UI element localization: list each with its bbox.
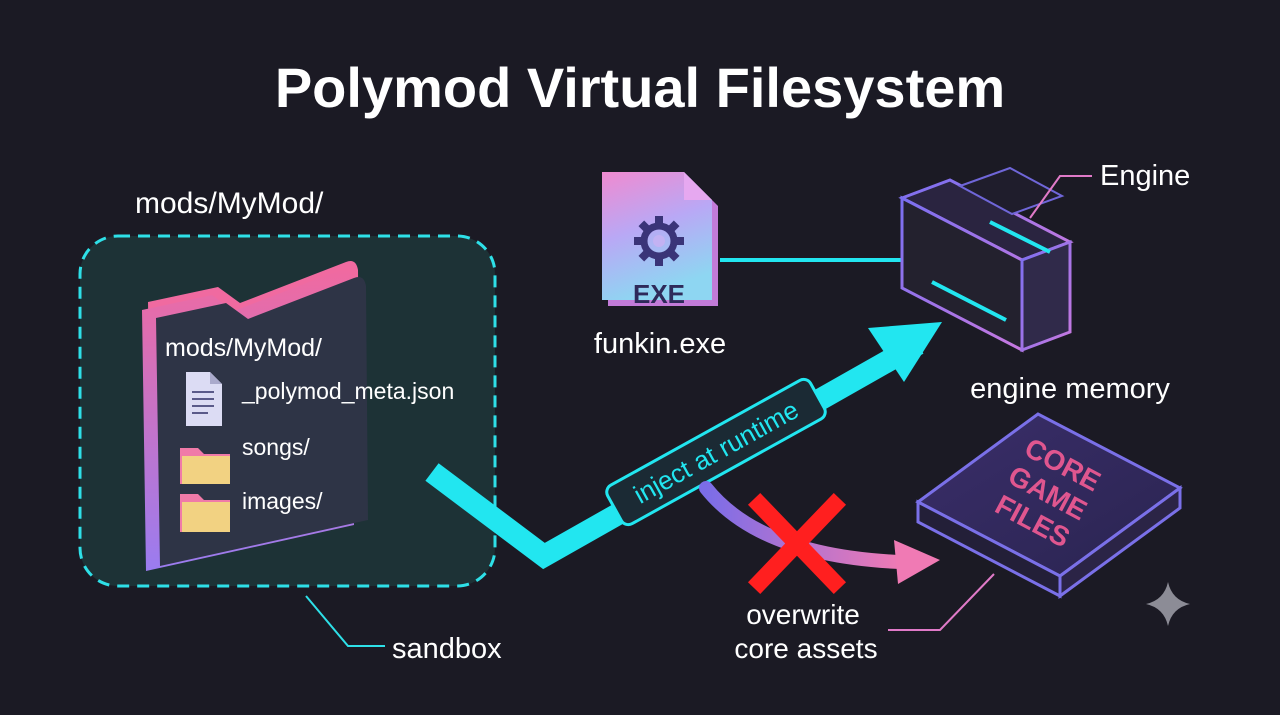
- core-game-files-block: CORE GAME FILES: [915, 412, 1183, 599]
- sandbox-label: sandbox: [392, 633, 502, 665]
- sparkle-icon: [1146, 582, 1190, 626]
- page-title: Polymod Virtual Filesystem: [275, 56, 1005, 119]
- mod-folder-inner-label: mods/MyMod/: [165, 334, 322, 362]
- overwrite-arrowhead: [894, 540, 940, 584]
- cross-icon: [747, 492, 847, 595]
- sandbox-callout-line: [305, 595, 385, 647]
- overwrite-arrow-shaft: [699, 481, 907, 569]
- exe-badge: EXE: [633, 279, 685, 309]
- inject-arrowhead: [868, 322, 942, 382]
- gear-icon: [634, 216, 684, 266]
- document-icon: [186, 372, 222, 426]
- engine-memory-label: engine memory: [970, 373, 1170, 405]
- exe-label: funkin.exe: [594, 328, 726, 360]
- engine-callout-line: [1029, 175, 1092, 219]
- item-label-images: images/: [242, 488, 323, 514]
- folder-icon: [180, 448, 230, 484]
- mod-folder-outer-label: mods/MyMod/: [135, 187, 324, 220]
- item-label-meta-json: _polymod_meta.json: [241, 378, 454, 404]
- item-label-songs: songs/: [242, 434, 310, 460]
- engine-block: [898, 166, 1074, 353]
- core-files-callout-line: [888, 573, 995, 631]
- engine-label: Engine: [1100, 160, 1190, 192]
- overwrite-label-line-2: core assets: [734, 633, 877, 664]
- overwrite-label-line-1: overwrite: [746, 599, 860, 630]
- mod-folder-icon: [142, 261, 368, 571]
- folder-icon: [180, 494, 230, 532]
